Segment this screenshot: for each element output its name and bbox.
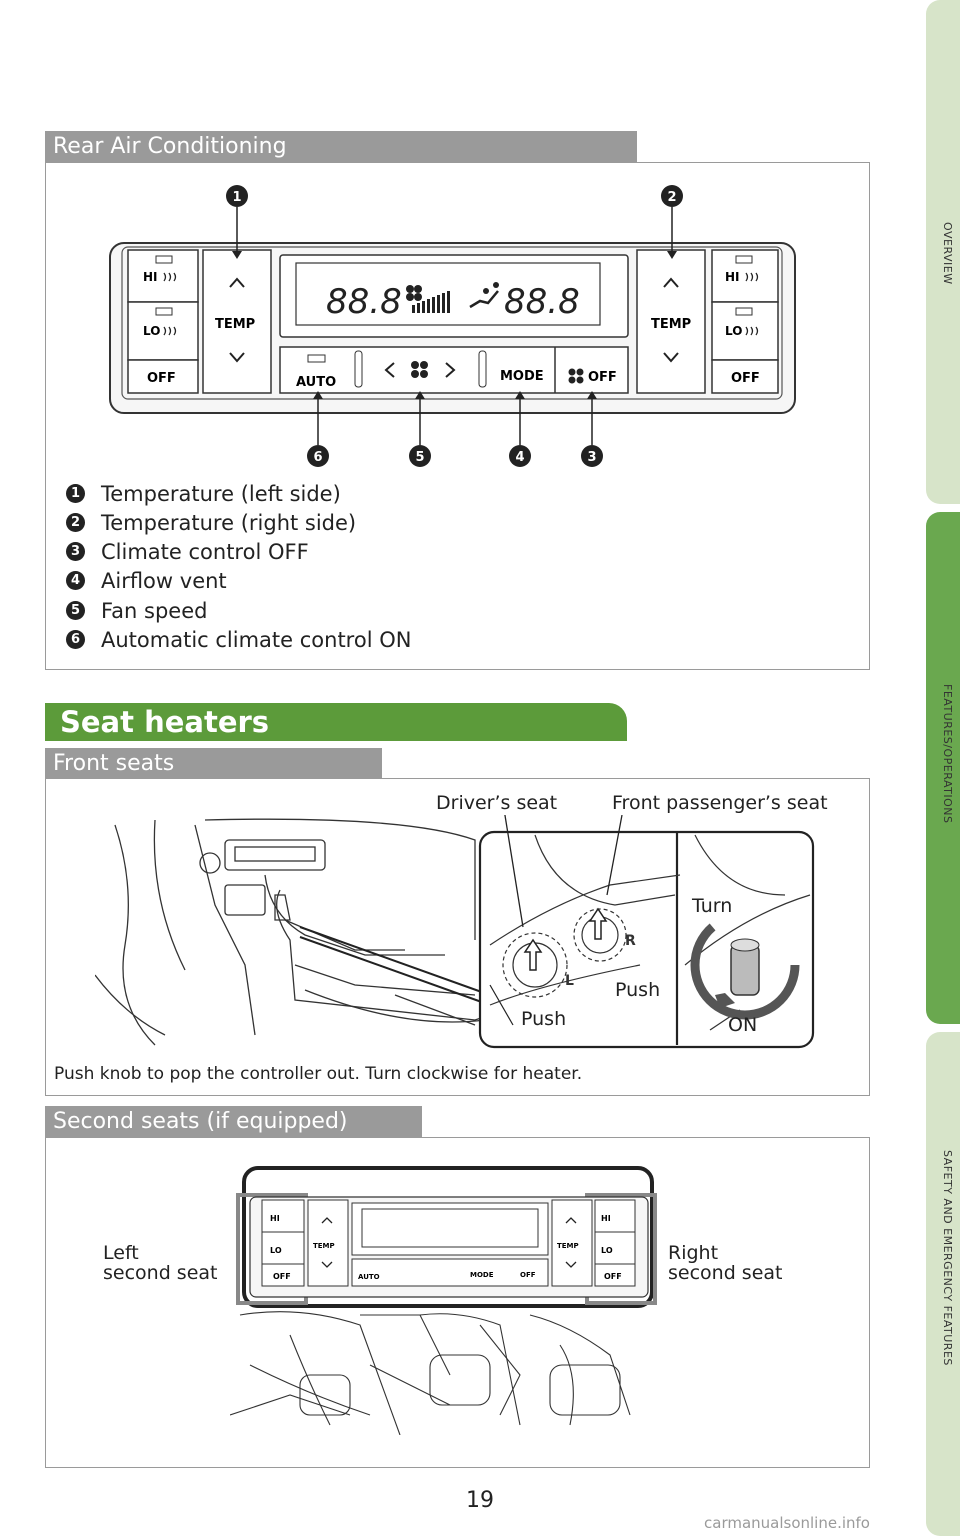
side-tab-safety-label: SAFETY AND EMERGENCY FEATURES: [941, 1150, 954, 1366]
left-temp-button: [202, 249, 272, 394]
left-second-seat-label-line2: second seat: [103, 1262, 218, 1284]
knob-left-marker: L: [565, 973, 574, 989]
side-tab-overview[interactable]: [926, 0, 960, 504]
front-seats-note: Push knob to pop the controller out. Tur…: [54, 1064, 583, 1084]
display-left-temp: 88.8: [326, 282, 402, 322]
second-left-temp: TEMP: [313, 1242, 335, 1250]
seat-heaters-title-bar: [45, 703, 627, 741]
page-number: 19: [466, 1488, 494, 1513]
left-lo-label: LO: [143, 324, 160, 338]
passenger-seat-label: Front passenger’s seat: [612, 792, 828, 814]
left-hi-label: HI: [143, 270, 158, 284]
mode-button-label: MODE: [500, 369, 544, 384]
front-seats-header: Front seats: [45, 748, 382, 779]
callout-1: 1: [232, 190, 241, 205]
second-right-temp: TEMP: [557, 1242, 579, 1250]
rear-ac-header: Rear Air Conditioning: [45, 131, 637, 162]
push-label-1: Push: [521, 1008, 567, 1030]
front-seats-diagram: L R: [95, 815, 815, 1049]
right-second-seat-label-line2: second seat: [668, 1262, 783, 1284]
side-tab-features[interactable]: [926, 512, 960, 1024]
right-lo-label: LO: [725, 324, 742, 338]
right-second-seat-label-line1: Right: [668, 1242, 719, 1264]
front-seats-box: [45, 778, 870, 1096]
left-second-seat-label-line1: Left: [103, 1242, 139, 1264]
rear-ac-panel-diagram: HI LO OFF TEMP 88.8 88.8 AUTO MODE OFF T…: [109, 185, 796, 467]
side-tab-features-label: FEATURES/OPERATIONS: [941, 684, 954, 824]
second-seats-box: [45, 1137, 870, 1468]
watermark: carmanualsonline.info: [704, 1514, 870, 1532]
display-right-temp: 88.8: [504, 282, 580, 322]
right-off-label: OFF: [731, 371, 760, 386]
second-seats-diagram: HI LO OFF TEMP AUTO MODE OFF TEMP HI LO …: [230, 1166, 657, 1435]
left-off-label: OFF: [147, 371, 176, 386]
callout-2: 2: [667, 190, 676, 205]
drivers-seat-label: Driver’s seat: [436, 792, 558, 814]
right-hi-label: HI: [725, 270, 740, 284]
knob-right-marker: R: [625, 933, 636, 949]
second-left-hi: HI: [270, 1214, 280, 1223]
turn-label: Turn: [692, 895, 733, 917]
left-temp-label: TEMP: [215, 317, 255, 332]
callout-5: 5: [415, 450, 424, 465]
side-tab-safety[interactable]: [926, 1032, 960, 1536]
push-label-2: Push: [615, 979, 661, 1001]
second-auto: AUTO: [358, 1273, 380, 1281]
right-temp-label: TEMP: [651, 317, 691, 332]
side-tab-overview-label: OVERVIEW: [941, 222, 954, 285]
second-right-hi: HI: [601, 1214, 611, 1223]
second-fan-off: OFF: [520, 1271, 536, 1279]
second-right-lo: LO: [601, 1246, 613, 1255]
left-seat-heater-buttons: HI LO OFF: [127, 249, 199, 394]
second-left-off: OFF: [273, 1272, 291, 1281]
second-left-lo: LO: [270, 1246, 282, 1255]
second-seats-header: Second seats (if equipped): [45, 1106, 422, 1137]
callout-6: 6: [313, 450, 322, 465]
second-right-off: OFF: [604, 1272, 622, 1281]
right-temp-button: [636, 249, 706, 394]
auto-button-label: AUTO: [296, 375, 336, 390]
callout-3: 3: [587, 450, 596, 465]
second-mode: MODE: [470, 1271, 494, 1279]
right-seat-heater-buttons: HI LO OFF: [711, 249, 779, 394]
rear-ac-box: [45, 162, 870, 670]
fan-off-button-label: OFF: [588, 370, 617, 385]
seat-heaters-title: Seat heaters: [60, 705, 270, 739]
callout-4: 4: [515, 450, 524, 465]
on-label: ON: [728, 1014, 758, 1036]
